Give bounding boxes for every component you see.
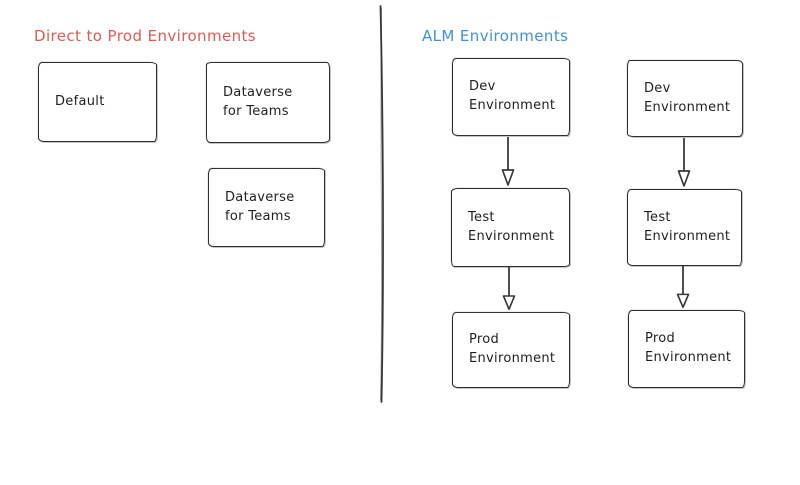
dataverse-for-teams-box-1: Dataverse for Teams [206, 62, 330, 143]
default-environment-label: Default [55, 93, 105, 109]
alm-environments-title: ALM Environments [422, 27, 569, 45]
test-environment-label-2: Test Environment [644, 209, 731, 244]
dev-environment-label-1: Dev Environment [469, 79, 556, 113]
dataverse-for-teams-box-2: Dataverse for Teams [208, 168, 325, 247]
down-arrow-icon [501, 267, 517, 311]
dataverse-for-teams-label-2: Dataverse for Teams [225, 189, 295, 224]
down-arrow-icon [676, 138, 692, 188]
test-environment-box-1: Test Environment [451, 188, 570, 267]
down-arrow-icon [675, 266, 691, 309]
default-environment-box: Default [38, 62, 157, 142]
prod-environment-box-2: Prod Environment [628, 310, 745, 388]
prod-environment-box-1: Prod Environment [452, 312, 570, 388]
section-divider-line [373, 4, 391, 404]
down-arrow-icon [500, 137, 516, 187]
prod-environment-label-2: Prod Environment [645, 331, 732, 365]
prod-environment-label-1: Prod Environment [469, 332, 556, 366]
dataverse-for-teams-label-1: Dataverse for Teams [223, 84, 293, 119]
dev-environment-box-2: Dev Environment [627, 60, 743, 137]
dev-environment-label-2: Dev Environment [644, 80, 731, 115]
test-environment-label-1: Test Environment [468, 209, 555, 244]
direct-to-prod-title: Direct to Prod Environments [34, 27, 256, 45]
dev-environment-box-1: Dev Environment [452, 58, 570, 136]
test-environment-box-2: Test Environment [627, 189, 742, 266]
